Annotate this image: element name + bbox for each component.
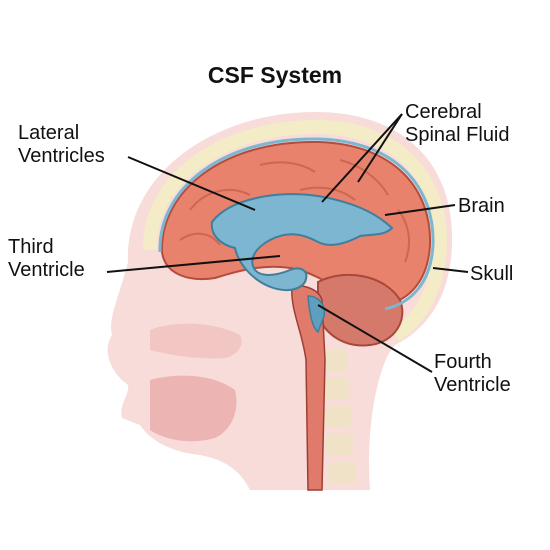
label-third-ventricle: Third Ventricle [8, 236, 85, 282]
diagram-title: CSF System [207, 62, 343, 88]
leader-fourth-ventricle [317, 304, 433, 373]
label-cerebral-spinal-fluid-line1: Cerebral [405, 101, 482, 123]
label-fourth-ventricle: Fourth Ventricle [434, 351, 511, 397]
leader-brain [384, 204, 456, 216]
leader-third-ventricle [106, 255, 281, 273]
skull-shape [142, 119, 448, 342]
label-third-ventricle-line1: Third [8, 236, 54, 258]
leader-skull [432, 267, 469, 273]
brain-folds [179, 159, 411, 263]
leader-lateral-ventricles [127, 156, 256, 211]
label-lateral-ventricles-line1: Lateral [18, 122, 80, 144]
label-third-ventricle-line2: Ventricle [8, 259, 85, 281]
leader-lines [106, 113, 469, 373]
label-lateral-ventricles-line2: Ventricles [18, 145, 105, 167]
label-brain: Brain [458, 195, 505, 217]
label-lateral-ventricles: Lateral Ventricles [18, 122, 105, 168]
mouth-cavity [150, 375, 237, 442]
csf-ventricles [210, 193, 394, 292]
label-fourth-ventricle-line1: Fourth [434, 351, 492, 373]
brain-cerebellum [317, 273, 404, 347]
label-fourth-ventricle-line2: Ventricle [434, 374, 511, 396]
leader-csf-1 [321, 113, 403, 203]
brainstem [291, 284, 326, 491]
nasal-cavity [150, 323, 242, 359]
leader-csf-2 [357, 113, 403, 183]
fourth-ventricle-shape [307, 295, 326, 334]
label-skull: Skull [470, 263, 514, 285]
label-cerebral-spinal-fluid: Cerebral Spinal Fluid [405, 101, 510, 147]
label-cerebral-spinal-fluid-line2: Spinal Fluid [405, 124, 510, 146]
spine [320, 350, 356, 484]
